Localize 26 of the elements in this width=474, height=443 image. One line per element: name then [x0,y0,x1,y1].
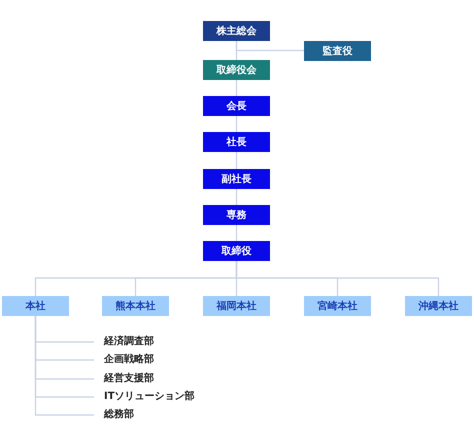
role-box: 副社長 [203,169,270,189]
connector-line [236,152,238,169]
department-label: 総務部 [104,408,134,422]
office-box: 福岡本社 [203,296,270,316]
board-box: 取締役会 [203,60,270,80]
audit-box: 監査役 [304,41,371,61]
connector-line [236,80,238,96]
role-box: 社長 [203,132,270,152]
connector-line [236,261,440,296]
department-label: 経済調査部 [104,335,154,349]
role-box: 会長 [203,96,270,116]
role-box: 専務 [203,205,270,225]
department-label: 企画戦略部 [104,353,154,367]
office-box: 宮崎本社 [304,296,371,316]
connector-line [236,225,238,241]
role-box: 取締役 [203,241,270,261]
office-box: 熊本本社 [102,296,169,316]
connector-line [34,316,94,416]
connector-line [236,116,238,132]
department-label: ITソリューション部 [104,390,195,404]
department-label: 経営支援部 [104,372,154,386]
connector-line [236,189,238,205]
top-box: 株主総会 [203,21,270,41]
connector-line [236,41,238,60]
office-box: 本社 [2,296,69,316]
office-box: 沖縄本社 [405,296,472,316]
